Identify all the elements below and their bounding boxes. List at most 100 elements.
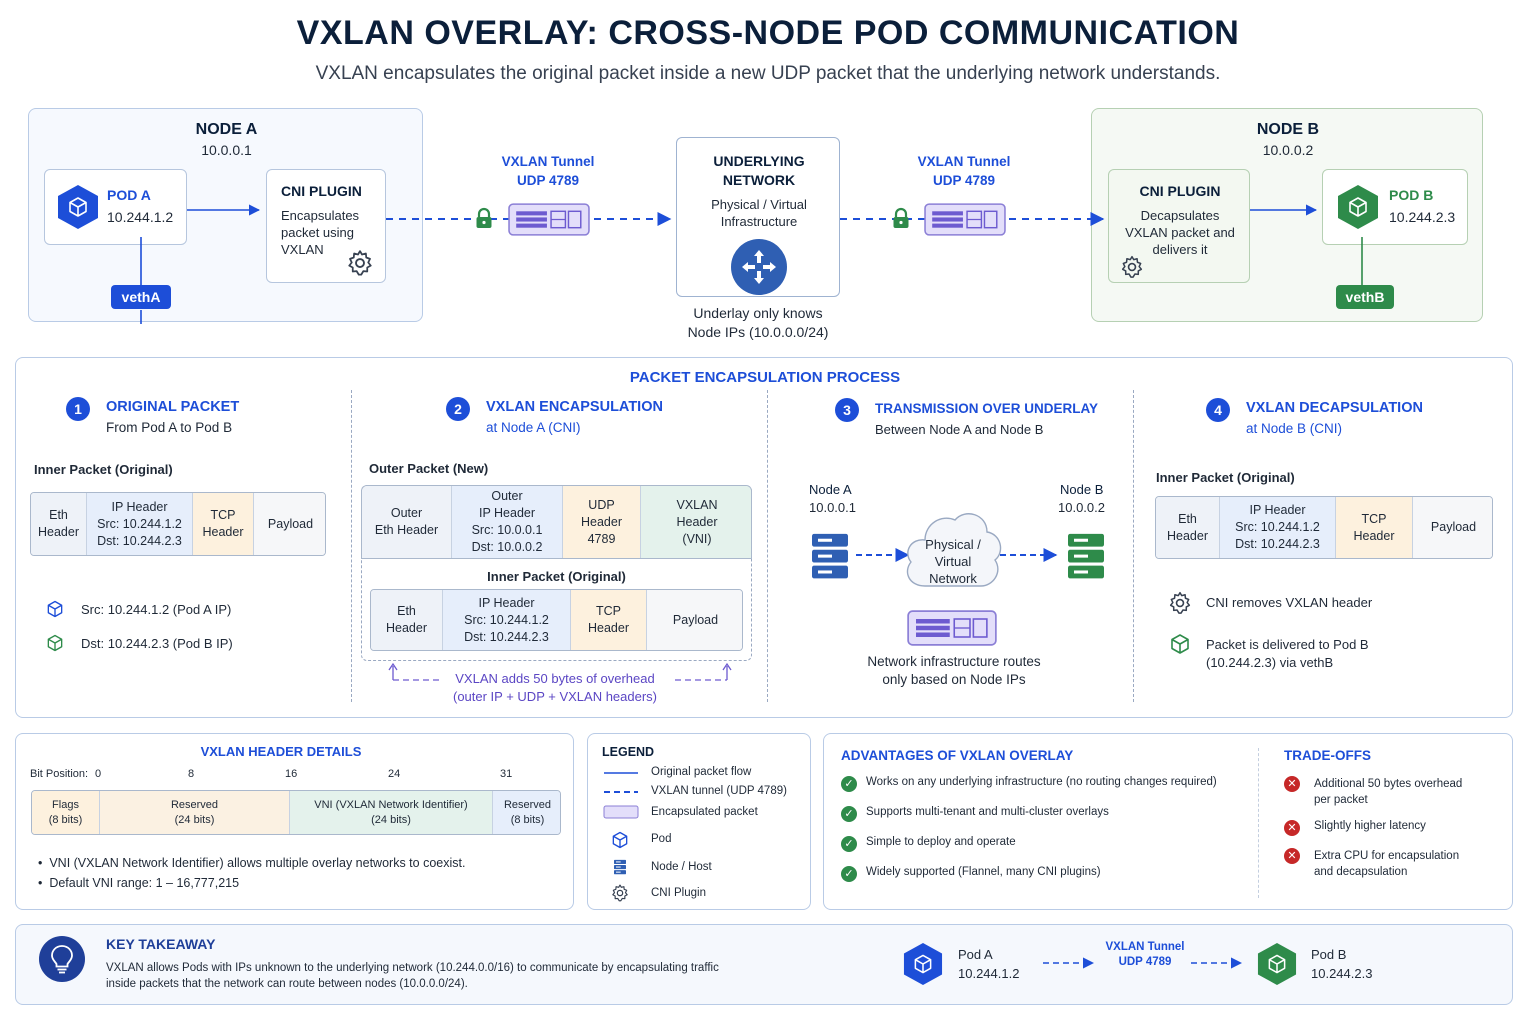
- legend-symbols: [603, 772, 639, 819]
- flags-field: Flags (8 bits): [32, 791, 100, 834]
- veth-a-badge: vethA: [111, 285, 171, 309]
- vxlan-header-details-panel: VXLAN HEADER DETAILS Bit Position: 0 8 1…: [15, 733, 574, 910]
- takeaway-line-2: inside packets that the network can rout…: [106, 978, 468, 990]
- pod-b-icon: [1257, 943, 1297, 985]
- header-bullet-1-text: VNI (VXLAN Network Identifier) allows mu…: [49, 856, 466, 870]
- ip-header-text: IP Header Src: 10.244.1.2 Dst: 10.244.2.…: [464, 595, 549, 644]
- outer-eth-cell: Outer Eth Header: [362, 486, 452, 558]
- pod-a-name: POD A: [107, 187, 151, 203]
- step-3-node-b-ip: 10.0.0.2: [1058, 500, 1105, 515]
- pod-b-name: POD B: [1389, 187, 1434, 203]
- divider: [767, 390, 768, 702]
- payload-text: Payload: [1430, 520, 1477, 534]
- reserved-2-name: Reserved: [503, 798, 552, 811]
- step-2-number: 2: [446, 397, 470, 421]
- step-1-sub: From Pod A to Pod B: [106, 420, 233, 435]
- check-icon: ✓: [841, 866, 857, 882]
- vni-size: (24 bits): [371, 813, 411, 826]
- step-1-dst: Dst: 10.244.2.3 (Pod B IP): [81, 636, 233, 651]
- advantage-4: Widely supported (Flannel, many CNI plug…: [866, 866, 1101, 878]
- pod-b-box[interactable]: POD B 10.244.2.3: [1322, 169, 1468, 245]
- underlay-note-2: Node IPs (10.0.0.0/24): [687, 324, 829, 340]
- encapsulated-packet-icon: [924, 203, 1006, 236]
- payload-text: Payload: [672, 612, 719, 627]
- step-4-item-2: Packet is delivered to Pod B(10.244.2.3)…: [1206, 636, 1369, 672]
- gear-icon: [612, 884, 628, 902]
- payload-text: Payload: [267, 516, 314, 531]
- lightbulb-icon: [39, 936, 85, 982]
- takeaway-line-1: VXLAN allows Pods with IPs unknown to th…: [106, 962, 719, 974]
- check-icon: ✓: [841, 836, 857, 852]
- takeaway-pod-a: Pod A: [958, 947, 993, 962]
- pod-a-box[interactable]: POD A 10.244.1.2: [44, 169, 187, 245]
- legend-title: LEGEND: [602, 745, 655, 759]
- bit-24: 24: [388, 768, 401, 780]
- tcp-header-text: TCP Header: [202, 508, 244, 539]
- header-bullet-1: • VNI (VXLAN Network Identifier) allows …: [38, 856, 466, 870]
- underlay-network-box[interactable]: UNDERLYING NETWORK Physical / Virtual In…: [676, 137, 840, 297]
- legend-item-5: Node / Host: [651, 861, 712, 873]
- takeaway-title: KEY TAKEAWAY: [106, 936, 216, 952]
- takeaway-text: VXLAN allows Pods with IPs unknown to th…: [106, 960, 806, 992]
- cni-plugin-b[interactable]: CNI PLUGIN Decapsulates VXLAN packet and…: [1108, 169, 1250, 283]
- header-bullet-2: • Default VNI range: 1 – 16,777,215: [38, 876, 240, 890]
- encapsulated-packet-icon: [508, 203, 590, 236]
- divider: [1258, 748, 1259, 898]
- header-details-title: VXLAN HEADER DETAILS: [200, 744, 362, 759]
- legend-item-3: Encapsulated packet: [651, 806, 758, 818]
- inner-packet: Eth Header IP Header Src: 10.244.1.2 Dst…: [370, 589, 743, 651]
- takeaway-pod-b-ip: 10.244.2.3: [1311, 966, 1373, 981]
- vxlan-header-text: VXLAN Header (VNI): [676, 497, 718, 546]
- payload-cell: Payload: [647, 590, 742, 650]
- node-a-ip: 10.0.0.1: [201, 142, 252, 158]
- tcp-header-cell: TCP Header: [1336, 497, 1413, 558]
- process-title: PACKET ENCAPSULATION PROCESS: [629, 369, 901, 386]
- flags-name: Flags: [52, 798, 79, 811]
- takeaway-tunnel-arrows: [1043, 957, 1243, 969]
- header-bullet-2-text: Default VNI range: 1 – 16,777,215: [49, 876, 240, 890]
- reserved-field-2: Reserved(8 bits): [493, 791, 560, 834]
- tcp-header-text: TCP Header: [588, 604, 629, 635]
- step-2-sub: at Node A (CNI): [486, 420, 581, 435]
- udp-header-text: UDP Header 4789: [581, 497, 622, 546]
- overhead-bracket: [388, 662, 732, 681]
- node-b-server-icon: [1068, 533, 1104, 579]
- outer-packet-label: Outer Packet (New): [369, 461, 489, 476]
- cni-a-desc: Encapsulates packet using VXLAN: [281, 208, 360, 257]
- eth-header-text: Eth Header: [386, 604, 427, 635]
- pod-b-ip: 10.244.2.3: [1389, 209, 1456, 225]
- outer-eth-text: Outer Eth Header: [374, 506, 439, 537]
- takeaway-tunnel-1: VXLAN Tunnel: [1105, 941, 1185, 953]
- overhead-note: VXLAN adds 50 bytes of overhead(outer IP…: [420, 670, 690, 706]
- pod-a-icon: [903, 943, 943, 985]
- cross-icon: ✕: [1284, 820, 1300, 836]
- takeaway-pod-b: Pod B: [1311, 947, 1347, 962]
- eth-header-cell: Eth Header: [1156, 497, 1220, 558]
- page-subtitle: VXLAN encapsulates the original packet i…: [315, 63, 1221, 84]
- reserved-field-1: Reserved(24 bits): [100, 791, 290, 834]
- page-title: VXLAN OVERLAY: CROSS-NODE POD COMMUNICAT…: [296, 14, 1240, 52]
- tunnel-label-a-1: VXLAN Tunnel: [501, 154, 595, 169]
- takeaway-tunnel-2: UDP 4789: [1118, 956, 1172, 968]
- encapsulated-packet-icon: [907, 610, 997, 646]
- ip-header-cell: IP Header Src: 10.244.1.2 Dst: 10.244.2.…: [87, 493, 193, 555]
- tradeoffs-title: TRADE-OFFS: [1284, 748, 1371, 763]
- reserved-1-size: (24 bits): [174, 813, 215, 826]
- flags-size: (8 bits): [48, 813, 83, 826]
- cni-plugin-a[interactable]: CNI PLUGIN Encapsulates packet using VXL…: [266, 169, 386, 283]
- tradeoff-3: Extra CPU for encapsulation and decapsul…: [1314, 850, 1460, 878]
- legend-panel: LEGEND Original packet flow VXLAN tunnel…: [587, 733, 811, 910]
- server-icon: [614, 859, 626, 875]
- step-4-number: 4: [1206, 398, 1230, 422]
- vni-field: VNI (VXLAN Network Identifier)(24 bits): [290, 791, 493, 834]
- tradeoff-1: Additional 50 bytes overhead per packet: [1314, 778, 1463, 806]
- node-b-panel: NODE B 10.0.0.2 CNI PLUGIN Decapsulates …: [1091, 108, 1483, 322]
- pod-a-ip: 10.244.1.2: [107, 209, 174, 225]
- eth-header-cell: Eth Header: [371, 590, 443, 650]
- overhead-note-1: VXLAN adds 50 bytes of overhead: [455, 671, 655, 686]
- router-icon: [731, 239, 787, 295]
- outer-packet: Outer Eth Header Outer IP Header Src: 10…: [361, 485, 752, 559]
- underlay-desc: Physical / Virtual Infrastructure: [711, 197, 807, 229]
- legend-item-1: Original packet flow: [651, 766, 752, 778]
